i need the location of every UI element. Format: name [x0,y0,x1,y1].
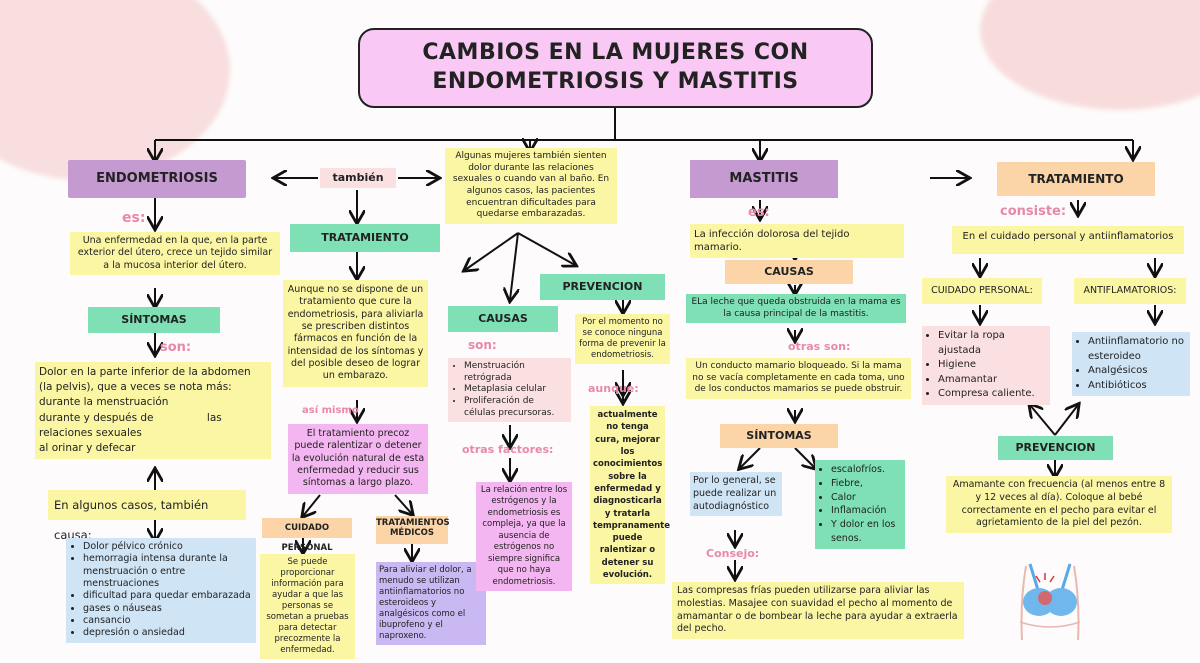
mastitis-sintomas-header: SÍNTOMAS [720,424,838,448]
main-title-line2: ENDOMETRIOSIS Y MASTITIS [432,69,799,94]
mastitis-otras-text: Un conducto mamario bloqueado. Si la mam… [686,358,911,400]
cuidado-personal-header: CUIDADO PERSONAL [262,518,352,553]
causa-intro: En algunos casos, también causa: [48,490,246,542]
antiflamatorios-header: ANTIFLAMATORIOS: [1074,278,1186,304]
tratamientos-medicos-text: Para aliviar el dolor, a menudo se utili… [376,562,486,646]
sintomas-line-1: Dolor en la parte inferior de la abdomen… [39,366,251,394]
causa-item: Dolor pélvico crónico [83,541,252,553]
antiflamatorio-item: Analgésicos [1088,364,1187,379]
tratamiento-precoz: El tratamiento precoz puede ralentizar o… [288,424,428,494]
tratamiento-left-text: Aunque no se dispone de un tratamiento q… [283,280,428,387]
endometriosis-es-label: es: [122,210,146,226]
tratamiento-right-header: TRATAMIENTO [997,162,1155,196]
autodiagnostico-text: Por lo general, se puede realizar un aut… [690,472,782,517]
causa-item: depresión o ansiedad [83,627,252,639]
sintomas-text-box: Dolor en la parte inferior de la abdomen… [35,362,271,460]
sintoma-item: Calor [831,491,902,505]
breast-illustration [1019,563,1081,641]
mastitis-sintomas-list: escalofríos. Fiebre, Calor Inflamación Y… [815,460,905,549]
endometriosis-header: ENDOMETRIOSIS [68,160,246,198]
causa-left-item: Menstruación retrógrada [464,361,568,384]
mastitis-causas-header: CAUSAS [725,260,853,284]
causa-list-box: Dolor pélvico crónico hemorragia intensa… [66,538,256,643]
causa-item: gases o náuseas [83,603,252,615]
prevencion-right-text: Amamante con frecuencia (al menos entre … [946,476,1172,534]
antiflamatorio-item: Antibióticos [1088,379,1187,394]
causas-son-label: son: [468,338,497,352]
sintomas-son-label: son: [160,340,192,355]
tambien-label: también [320,168,396,188]
prevencion-left-header: PREVENCION [540,274,665,300]
causa-left-item: Proliferación de células precursoras. [464,396,568,419]
main-title-box: CAMBIOS EN LA MUJERES CON ENDOMETRIOSIS … [358,28,873,108]
prevencion-right-header: PREVENCION [998,436,1113,460]
asi-mismo-label: así mismo [302,405,359,416]
causa-left-item: Metaplasia celular [464,384,568,396]
aunque-label: aunque: [588,382,639,395]
sintomas-header-left: SÍNTOMAS [88,307,220,333]
cuidado-item: Amamantar [938,373,1047,388]
cuidado-item: Compresa caliente. [938,387,1047,402]
causa-item: dificultad para quedar embarazada [83,590,252,602]
cuidado-personal-text: Se puede proporcionar información para a… [260,554,355,660]
main-title-line1: CAMBIOS EN LA MUJERES CON [422,40,809,65]
otras-son-label: otras son: [788,340,851,353]
prevencion-left-text: Por el momento no se conoce ninguna form… [575,314,670,365]
causas-left-header: CAUSAS [448,306,558,332]
mastitis-header: MASTITIS [690,160,838,198]
cuidado-personal-right-header: CUIDADO PERSONAL: [922,278,1042,304]
consiste-label: consiste: [1000,204,1067,219]
mastitis-definition: La infección dolorosa del tejido mamario… [690,224,904,258]
sintoma-item: escalofríos. [831,463,902,477]
otras-factores-label: otras factores: [462,443,554,456]
consejo-text: Las compresas frías pueden utilizarse pa… [672,582,964,640]
cuidado-item: Higiene [938,358,1047,373]
causa-item: hemorragia intensa durante la menstruaci… [83,553,252,590]
sintoma-item: Y dolor en los senos. [831,518,902,546]
antiflamatorios-list: Antiinflamatorio no esteroideo Analgésic… [1072,332,1190,396]
mastitis-causa-text: ELa leche que queda obstruida en la mama… [686,294,906,324]
aunque-text: actualmente no tenga cura, mejorar los c… [590,406,670,585]
cuidado-item: Evitar la ropa ajustada [938,329,1047,358]
causa-item: cansancio [83,615,252,627]
consejo-label: Consejo: [706,547,760,560]
sintomas-line-3: durante y después de las relaciones sexu… [39,411,226,439]
tratamiento-left-header: TRATAMIENTO [290,224,440,252]
sintomas-line-4: al orinar y defecar [39,442,136,455]
sintomas-line-2: durante la menstruación [39,396,169,409]
otras-factores-text: La relación entre los estrógenos y la en… [476,482,572,592]
sintoma-item: Fiebre, [831,477,902,491]
algunas-mujeres-text: Algunas mujeres también sienten dolor du… [445,148,617,225]
causas-left-list: Menstruación retrógrada Metaplasia celul… [448,358,571,423]
sintoma-item: Inflamación [831,504,902,518]
antiflamatorio-item: Antiinflamatorio no esteroideo [1088,335,1187,364]
mastitis-es-label: es: [748,205,770,220]
consiste-text: En el cuidado personal y antiinflamatori… [952,226,1184,254]
endometriosis-definition: Una enfermedad en la que, en la parte ex… [70,232,280,276]
tratamientos-medicos-header: TRATAMIENTOS MÉDICOS [376,516,450,544]
cuidado-personal-right-list: Evitar la ropa ajustada Higiene Amamanta… [922,326,1050,405]
